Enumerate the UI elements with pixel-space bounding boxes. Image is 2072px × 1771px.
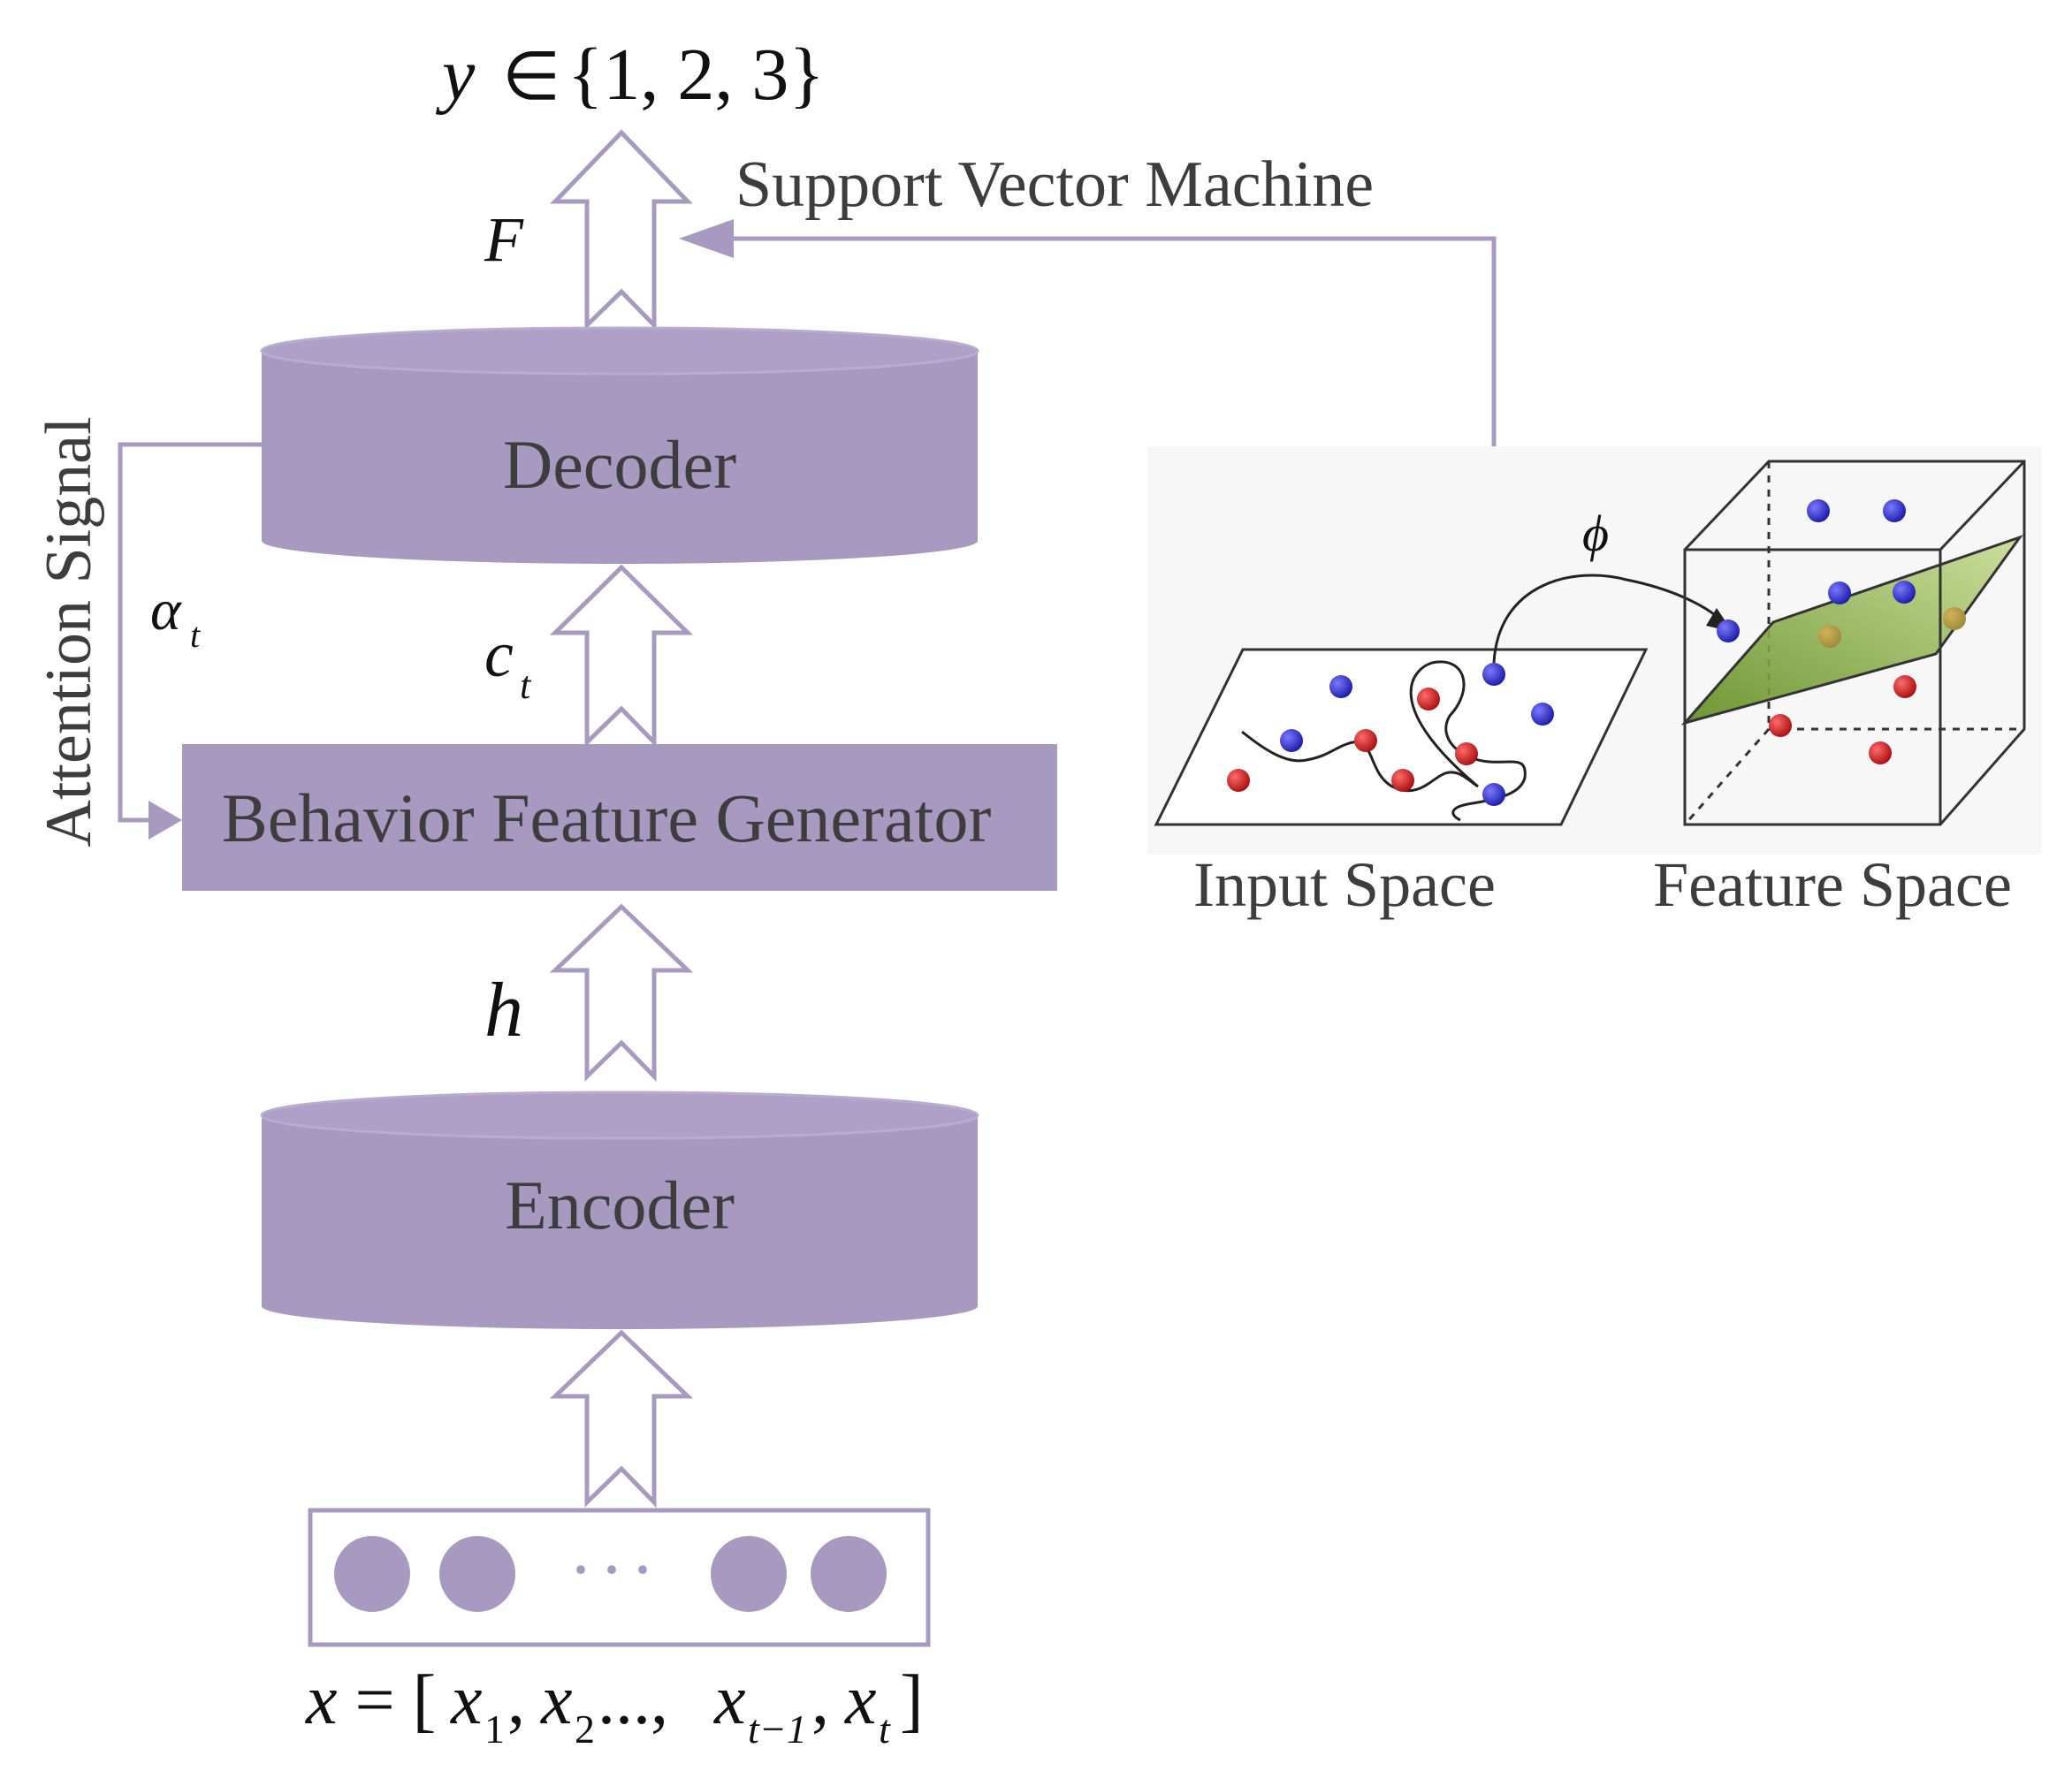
label-alpha-subscript: t: [190, 615, 201, 655]
red-point: [1391, 769, 1414, 792]
input-space-plane: [1154, 648, 1649, 826]
formula-ellipsis: ...,: [598, 1661, 668, 1739]
formula-comma2: ,: [811, 1661, 829, 1739]
blue-point: [1717, 619, 1740, 642]
encoder-block: Encoder: [260, 1091, 979, 1329]
output-relation: ∈: [502, 40, 560, 114]
red-point: [1455, 742, 1478, 765]
input-arrow: [549, 1329, 694, 1509]
formula-comma1: ,: [507, 1661, 525, 1739]
red-point: [1227, 769, 1250, 792]
label-c-subscript: t: [520, 664, 532, 707]
feature-space-cube: [1680, 460, 2026, 826]
formula-sub1: 1: [484, 1706, 505, 1752]
red-point-behind-plane: [1943, 607, 1966, 630]
blue-point: [1482, 783, 1505, 806]
attention-connector: [118, 442, 262, 840]
label-c: c: [484, 619, 514, 691]
phi-label: ϕ: [1582, 505, 1609, 562]
blue-point: [1828, 581, 1851, 604]
formula-subt: t: [879, 1706, 891, 1752]
formula-x1: x: [450, 1661, 483, 1739]
red-point: [1417, 688, 1440, 711]
context-arrow: [549, 564, 694, 749]
formula-xtm1: x: [713, 1661, 746, 1739]
input-token: [711, 1536, 787, 1612]
feature-space-label: Feature Space: [1653, 849, 2012, 920]
formula-x2: x: [540, 1661, 573, 1739]
label-F: F: [484, 204, 524, 275]
formula-xt: x: [844, 1661, 877, 1739]
generator-label: Behavior Feature Generator: [222, 779, 992, 856]
label-alpha-t: α t: [150, 578, 201, 655]
blue-point: [1883, 499, 1906, 522]
red-point: [1769, 714, 1792, 737]
output-arrow: [550, 129, 693, 331]
svm-figure: ϕ Input Space Feature Space: [1147, 446, 2042, 920]
formula-subtm1: t−1: [748, 1706, 807, 1752]
input-space-label: Input Space: [1193, 849, 1496, 920]
blue-point: [1531, 703, 1554, 726]
svm-label: Support Vector Machine: [735, 148, 1374, 221]
decoder-label: Decoder: [503, 426, 736, 503]
attention-signal-label: Attention Signal: [33, 416, 105, 847]
input-token: [811, 1536, 887, 1612]
blue-point: [1482, 663, 1505, 686]
blue-point: [1893, 581, 1916, 604]
behavior-feature-generator-block: Behavior Feature Generator: [182, 744, 1057, 891]
red-point: [1869, 741, 1892, 764]
label-h: h: [484, 968, 523, 1053]
input-ellipsis: · · ·: [572, 1540, 651, 1599]
input-formula: x = [ x 1 , x 2 ..., x t−1 , x t ]: [305, 1661, 924, 1752]
input-token: [439, 1536, 515, 1612]
red-point: [1893, 675, 1916, 698]
output-variable: y: [435, 34, 476, 116]
label-c-t: c t: [484, 619, 532, 707]
red-point: [1354, 729, 1377, 752]
separating-hyperplane: [1680, 535, 2023, 726]
output-label: y ∈ {1, 2, 3}: [435, 34, 825, 116]
red-point-behind-plane: [1818, 625, 1841, 648]
blue-point: [1807, 499, 1830, 522]
encoder-label: Encoder: [505, 1167, 735, 1243]
blue-point: [1329, 675, 1352, 698]
input-token: [334, 1536, 410, 1612]
formula-sub2: 2: [575, 1706, 595, 1752]
formula-close: ]: [900, 1661, 924, 1739]
hidden-state-arrow: [549, 903, 694, 1083]
decoder-block: Decoder: [260, 326, 979, 564]
blue-point: [1280, 729, 1303, 752]
input-sequence-box: · · ·: [308, 1508, 931, 1647]
input-formula-lhs: x = [: [305, 1661, 436, 1739]
output-set: {1, 2, 3}: [568, 34, 825, 116]
label-alpha: α: [150, 578, 182, 642]
